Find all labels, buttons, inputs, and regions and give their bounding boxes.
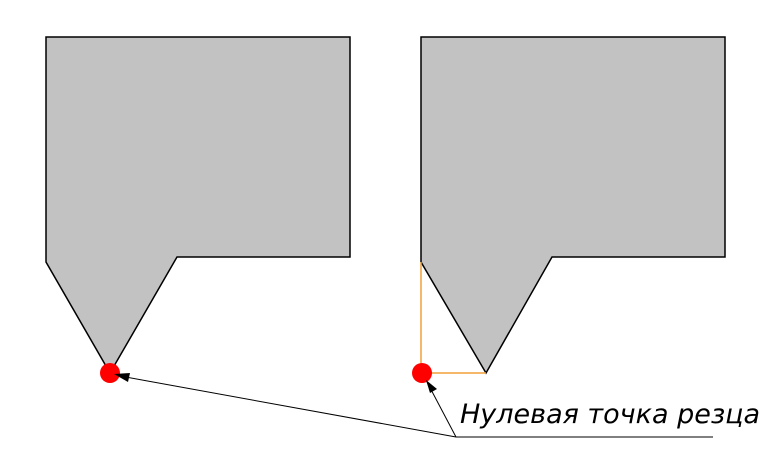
right-tool-body	[420, 36, 726, 375]
right-zero-point-icon	[412, 363, 432, 383]
leader-line-to-left	[119, 375, 457, 438]
arrowhead-right-icon	[426, 380, 437, 393]
left-tool-body	[45, 36, 351, 375]
left-zero-point-icon	[100, 363, 120, 383]
arrowhead-left-icon	[114, 373, 130, 382]
callout-leader	[114, 373, 713, 438]
right-cutting-tool	[412, 36, 726, 383]
callout-label: Нулевая точка резца	[460, 399, 760, 430]
left-cutting-tool	[45, 36, 351, 383]
